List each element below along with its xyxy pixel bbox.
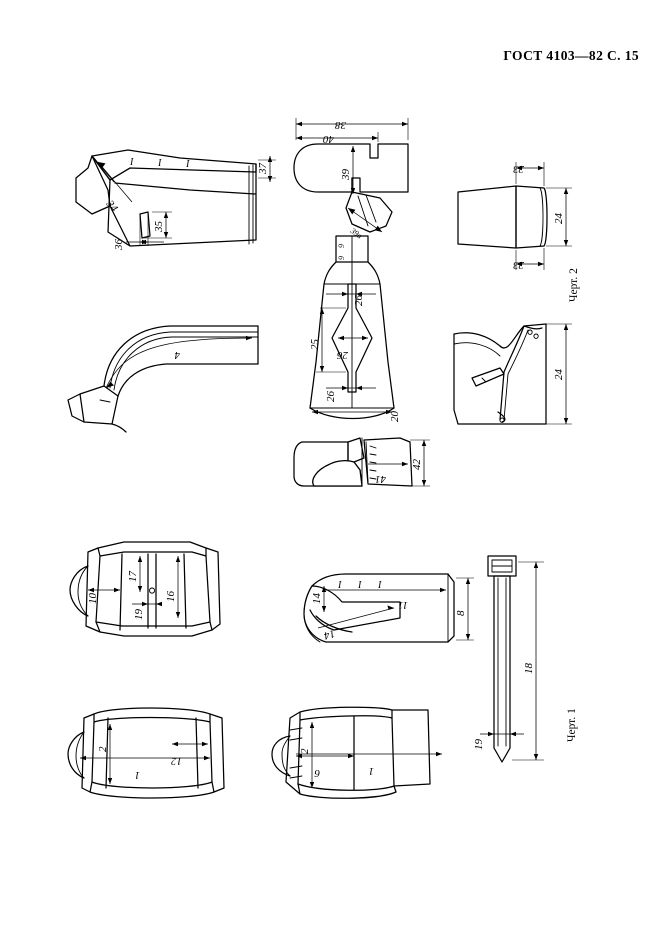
figure-sleeve-flat: I I I 14 11 14 8: [282, 556, 482, 656]
stitch-mark: I: [337, 580, 342, 591]
callout-24-front: 24: [553, 369, 565, 381]
callout-11: 11: [398, 599, 408, 611]
callout-35: 35: [153, 221, 165, 234]
callout-19-strap: 19: [473, 739, 485, 751]
callout-26-lower: 26: [325, 391, 337, 403]
callout-8: 8: [455, 610, 467, 616]
callout-37: 37: [257, 163, 269, 176]
callout-40: 40: [323, 133, 335, 145]
callout-1-b: 1: [369, 765, 375, 777]
callout-1-a: 1: [135, 769, 141, 781]
callout-42: 42: [411, 459, 423, 471]
callout-12: 12: [171, 755, 183, 767]
callout-34: 34: [103, 197, 120, 214]
figure-sleeve-curved: 4: [62, 312, 287, 433]
stitch-mark: I: [357, 580, 362, 591]
callout-9-a: 9: [337, 244, 346, 248]
callout-26-middle: 26: [337, 349, 349, 361]
callout-26-upper: 26: [353, 295, 365, 307]
figure-shirt-body-a: 2 12 1: [66, 696, 242, 806]
callout-38: 38: [335, 119, 348, 131]
callout-10: 10: [87, 593, 99, 605]
callout-39: 39: [340, 169, 352, 182]
callout-24-cuff: 24: [553, 213, 565, 225]
callout-23-bottom: 23: [513, 259, 525, 271]
callout-36: 36: [113, 239, 125, 252]
figure-shirt-body-b: 2 6 1: [266, 696, 446, 806]
figure-strap-vertical: 18 19: [472, 548, 582, 778]
callout-41: 41: [375, 473, 386, 485]
callout-25: 25: [309, 339, 321, 351]
callout-23-top: 23: [513, 163, 525, 175]
stitch-mark: I: [157, 158, 162, 169]
callout-17: 17: [127, 571, 139, 583]
stitch-mark: I: [129, 157, 134, 168]
figure-collar-band: 38 40 39 39а: [282, 96, 432, 246]
callout-4: 4: [174, 349, 180, 361]
stitch-mark: I: [185, 159, 190, 170]
page-header: ГОСТ 4103—82 С. 15: [503, 48, 639, 63]
figure-cuff-detail: 23 23 24: [452, 152, 582, 282]
callout-14-b: 14: [322, 627, 336, 642]
callout-6: 6: [314, 767, 320, 779]
callout-9-b: 9: [337, 256, 346, 260]
callout-16: 16: [165, 591, 177, 603]
callout-19-back: 19: [133, 609, 145, 621]
caption-figure-1: Черт. 1: [566, 708, 578, 742]
figure-shirt-back: 10 17 16 19: [66, 526, 238, 642]
callout-18: 18: [523, 663, 535, 675]
figure-sleeve-placket: I I I 37 34 35 36: [70, 128, 290, 268]
callout-2-a: 2: [97, 746, 109, 752]
callout-14: 14: [311, 593, 323, 605]
caption-figure-2: Черт. 2: [568, 268, 580, 302]
figure-section-view: 41 42: [292, 424, 437, 502]
stitch-mark: I: [377, 580, 382, 591]
callout-20: 20: [389, 411, 401, 423]
callout-2-b: 2: [299, 748, 311, 754]
figure-front-opening: 24: [442, 312, 582, 434]
figure-back-yoke-panel: 9 9 26 25 26 26: [292, 232, 422, 427]
